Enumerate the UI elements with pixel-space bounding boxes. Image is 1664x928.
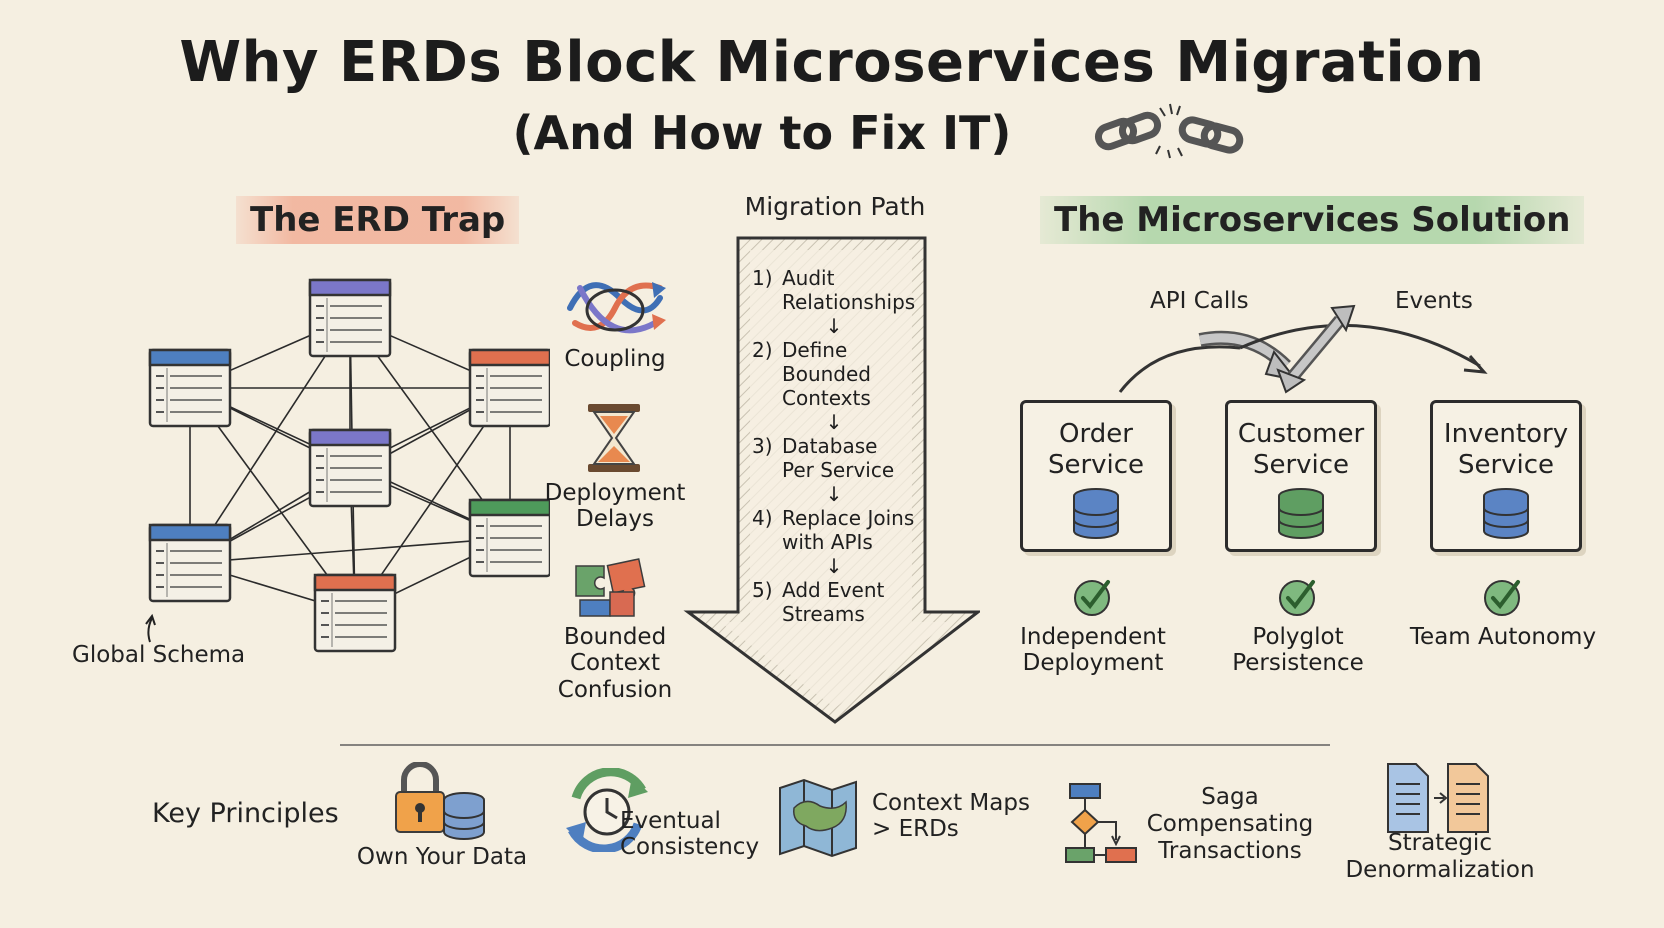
hourglass-icon [588,404,640,472]
principle-denormalization-label: Strategic Denormalization [1345,830,1535,884]
principle-context-maps-label: Context Maps > ERDs [872,790,1030,843]
erd-table [148,523,232,603]
map-icon [779,778,857,858]
step-number: 2) [752,338,773,362]
checkmark-icon [1484,580,1520,616]
database-icon [1278,488,1324,540]
step-text: Add Event Streams [782,578,885,626]
service-benefit-label: Polyglot Persistence [1232,624,1364,677]
erd-table [313,573,397,653]
step-text: Replace Joins with APIs [782,506,915,554]
step-number: 5) [752,578,773,602]
down-arrow-icon: ↓ [825,554,843,578]
service-box: Order Service [1020,400,1172,552]
service-name: Inventory Service [1443,419,1569,481]
step-3: 3) Database Per Service [752,434,972,482]
page-title: Why ERDs Block Microservices Migration [179,30,1485,95]
migration-path-heading: Migration Path [744,192,926,221]
api-calls-label: API Calls [1150,288,1249,314]
flowchart-icon [1065,783,1137,863]
step-number: 4) [752,506,773,530]
divider [340,744,1330,746]
checkmark-icon [1074,580,1110,616]
erd-diagram [148,278,550,653]
service-benefit-label: Team Autonomy [1409,624,1597,650]
migration-arrow [683,236,980,724]
events-label: Events [1395,288,1473,314]
service-box: Inventory Service [1430,400,1582,552]
principle-own-data-label: Own Your Data [356,844,528,870]
service-benefit-label: Independent Deployment [1020,624,1166,677]
service-name: Customer Service [1237,419,1365,481]
problem-context-label: Bounded Context Confusion [557,624,673,703]
problem-coupling-label: Coupling [564,346,666,372]
checkmark-icon [1279,580,1315,616]
principle-eventual-label: Eventual Consistency [620,808,760,861]
step-text: Define Bounded Contexts [782,338,872,410]
global-schema-label: Global Schema [72,642,246,668]
erd-table [148,348,232,428]
step-text: Database Per Service [782,434,895,482]
step-5: 5) Add Event Streams [752,578,972,626]
service-name: Order Service [1047,419,1145,481]
microservices-heading: The Microservices Solution [1040,196,1585,244]
tangled-arrows-icon [567,282,666,334]
lock-database-icon [395,762,485,840]
broken-chain-icon [1094,103,1244,159]
clock-cycle-icon [566,768,648,852]
database-icon [1073,488,1119,540]
principle-saga-label: Saga Compensating Transactions [1146,784,1314,865]
page-subtitle: (And How to Fix IT) [512,106,1012,160]
problem-deployment-label: Deployment Delays [544,480,686,533]
down-arrow-icon: ↓ [825,482,843,506]
erd-table [468,348,550,428]
key-principles-heading: Key Principles [152,798,339,829]
database-icon [1483,488,1529,540]
erd-trap-heading: The ERD Trap [236,196,520,244]
relationship-line [189,537,511,564]
erd-table [308,428,392,508]
step-1: 1) Audit Relationships [752,266,972,314]
pointer-arrow-icon [145,613,156,643]
puzzle-icon [575,558,646,617]
documents-icon [1387,763,1489,833]
step-text: Audit Relationships [782,266,916,314]
relationship-line [189,317,351,564]
step-number: 1) [752,266,773,290]
down-arrow-icon: ↓ [825,410,843,434]
step-4: 4) Replace Joins with APIs [752,506,972,554]
step-number: 3) [752,434,773,458]
erd-table [308,278,392,358]
down-arrow-icon: ↓ [825,314,843,338]
service-box: Customer Service [1225,400,1377,552]
migration-steps: 1) Audit Relationships ↓ 2) Define Bound… [752,266,972,626]
erd-table [468,498,550,578]
service-arrows [1118,304,1488,394]
step-2: 2) Define Bounded Contexts [752,338,972,410]
